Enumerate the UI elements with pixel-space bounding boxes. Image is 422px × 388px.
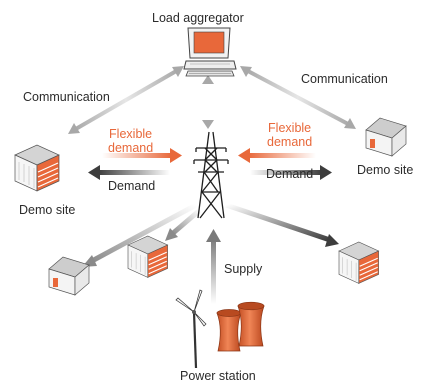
flexible-demand-label-right: Flexible demand bbox=[267, 121, 313, 150]
distribution-arrow-right bbox=[225, 202, 339, 247]
communication-arrow-right bbox=[240, 66, 356, 129]
building-icon bbox=[127, 235, 169, 278]
demand-label-left: Demand bbox=[108, 179, 156, 193]
demo-site-label-left: Demo site bbox=[19, 203, 76, 217]
communication-arrow-center bbox=[202, 75, 214, 129]
communication-arrow-left bbox=[68, 66, 184, 134]
transmission-tower-icon bbox=[193, 131, 229, 219]
cooling-tower-icon bbox=[237, 301, 265, 347]
building-icon bbox=[14, 144, 60, 192]
building-icon bbox=[365, 117, 407, 157]
demand-label-right: Demand bbox=[266, 167, 314, 181]
load-aggregator-label: Load aggregator bbox=[152, 11, 244, 25]
flexible-demand-arrow-right bbox=[238, 148, 316, 163]
communication-label-left: Communication bbox=[23, 90, 110, 104]
demo-site-label-right: Demo site bbox=[357, 163, 414, 177]
flexible-demand-arrow-left bbox=[102, 148, 182, 163]
power-station-label: Power station bbox=[180, 369, 256, 383]
distribution-arrow-left bbox=[165, 208, 202, 241]
demand-arrow-left bbox=[88, 165, 170, 180]
wind-turbine-icon bbox=[175, 289, 207, 369]
supply-label: Supply bbox=[224, 262, 263, 276]
communication-label-right: Communication bbox=[301, 72, 388, 86]
computer-icon bbox=[183, 27, 237, 77]
demand-arrow-right bbox=[250, 165, 332, 180]
supply-arrow bbox=[206, 229, 221, 304]
flexible-demand-label-left: Flexible demand bbox=[108, 127, 154, 156]
cooling-tower-icon bbox=[216, 309, 242, 352]
building-icon bbox=[48, 256, 90, 296]
building-icon bbox=[338, 241, 380, 284]
